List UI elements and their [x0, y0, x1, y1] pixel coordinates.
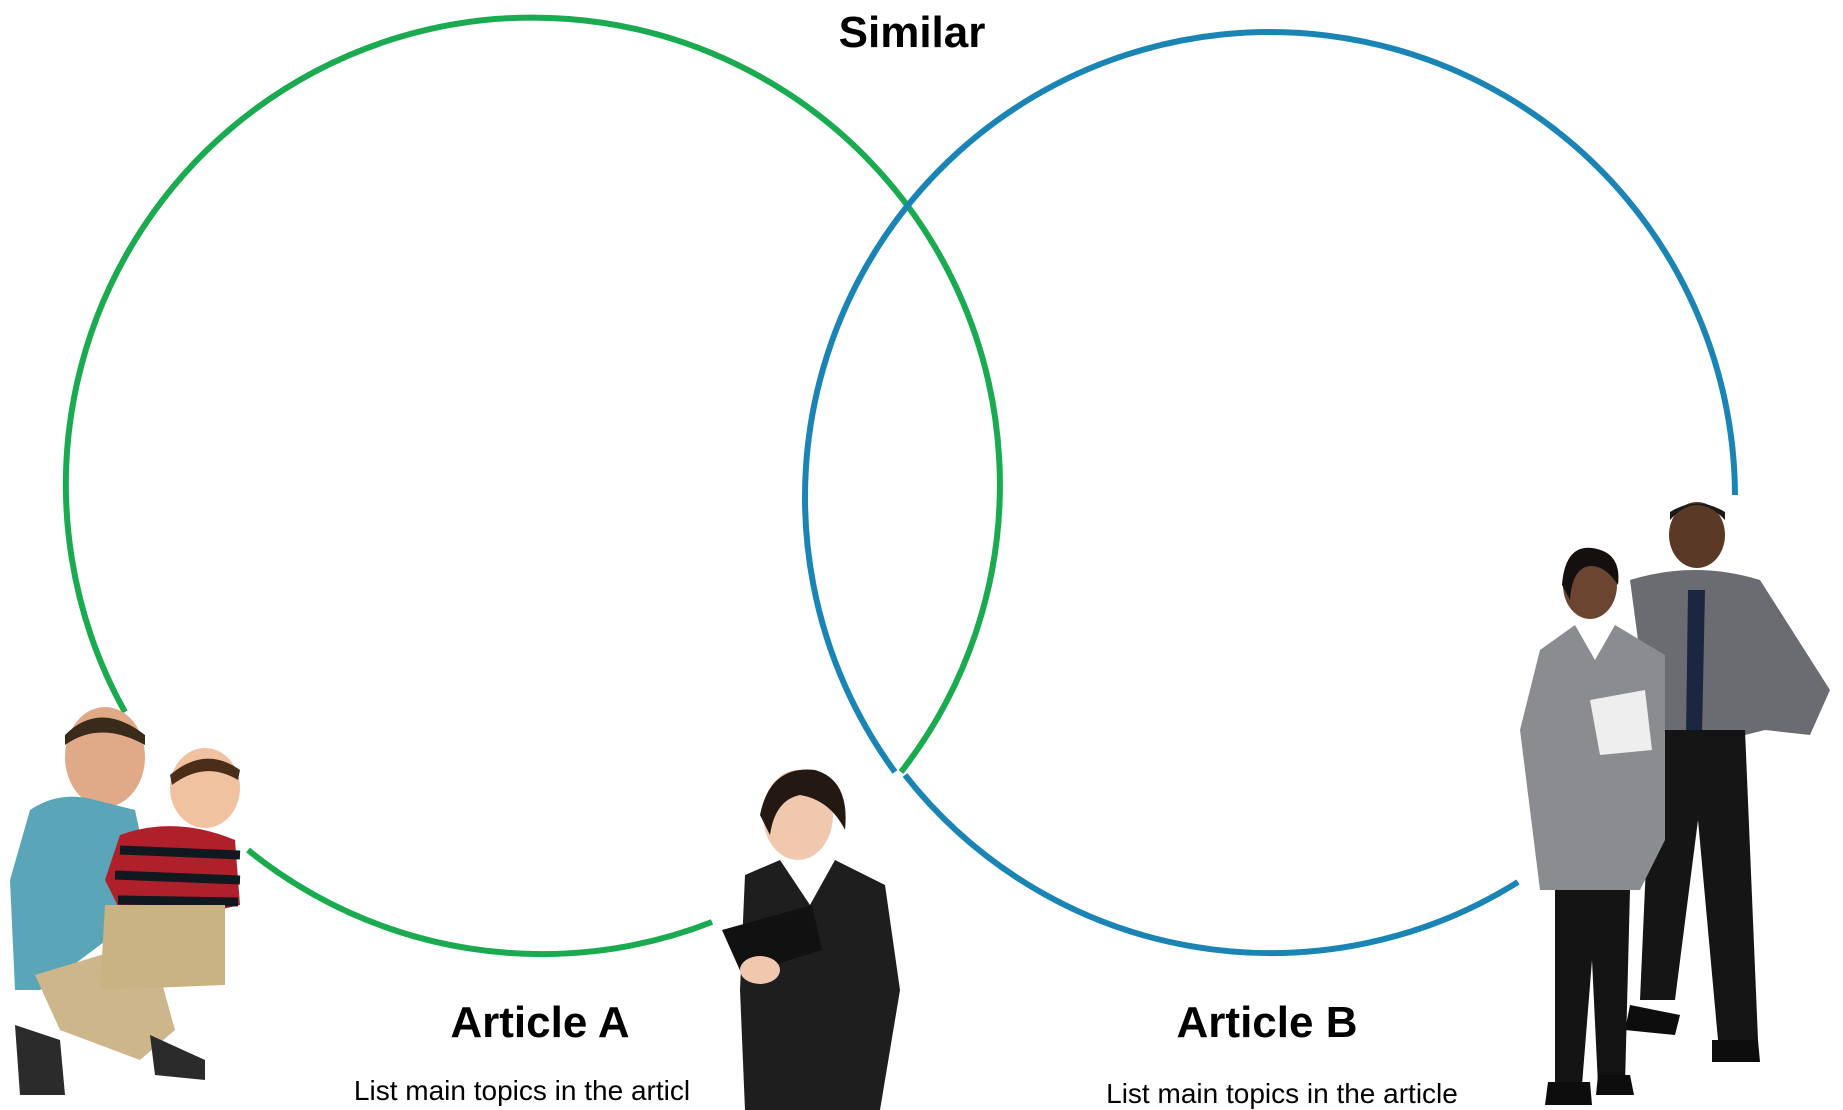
business-people-photo — [1520, 502, 1830, 1105]
article-b-caption: List main topics in the article — [1106, 1078, 1458, 1109]
article-b-heading: Article B — [1176, 998, 1358, 1047]
article-a-circle — [62, 14, 1003, 774]
article-a-circle-lower-arc — [246, 847, 714, 958]
businesswoman-photo — [722, 769, 900, 1110]
similar-title: Similar — [838, 8, 986, 57]
article-b-circle-lower-arc — [902, 773, 1520, 956]
article-a-caption: List main topics in the articl — [353, 1075, 691, 1106]
father-and-son-photo — [10, 707, 241, 1095]
article-b-circle — [802, 29, 1738, 774]
article-a-heading: Article A — [450, 998, 630, 1047]
